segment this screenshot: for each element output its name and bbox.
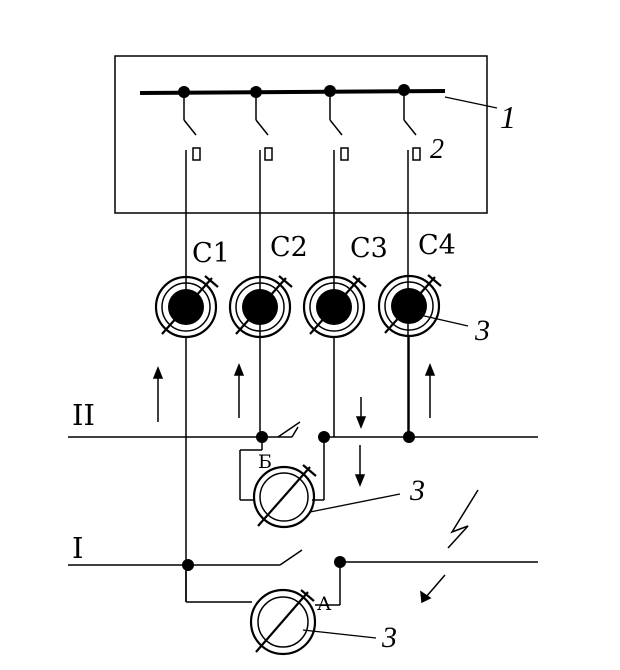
label-c2: C2	[270, 232, 308, 263]
label-c3: C3	[350, 233, 388, 264]
fault-arrow	[420, 574, 446, 604]
breaker-a	[249, 588, 317, 656]
arrow-up-left	[152, 365, 164, 422]
bus-i-section-switch	[185, 549, 341, 606]
fault-lightning-icon	[447, 489, 479, 549]
ref-3-b: 3	[409, 474, 425, 507]
arrow-up-c4	[424, 362, 436, 418]
breaker-c4	[377, 274, 442, 338]
label-bus-i: I	[72, 531, 83, 565]
breaker-c2	[228, 275, 293, 339]
breaker-b	[252, 464, 317, 529]
bus-ii-dots	[256, 431, 415, 443]
ref-2: 2	[430, 134, 444, 165]
arrow-down-c3	[355, 397, 367, 430]
ref-3-a: 3	[381, 621, 397, 654]
ref-1: 1	[500, 99, 516, 135]
ref-3-c4: 3	[474, 314, 490, 347]
breaker-c3	[302, 275, 367, 339]
switchgear-enclosure	[114, 55, 488, 214]
breaker-c1	[154, 275, 219, 339]
switch-c4	[403, 90, 421, 437]
arrow-down-bus-ii	[354, 445, 366, 488]
label-breaker-a: А	[317, 593, 332, 615]
feeder-lines	[185, 336, 410, 602]
current-arrows	[152, 362, 446, 604]
bus-ii-section-switch	[239, 421, 325, 501]
bus-i-dots	[182, 556, 346, 571]
main-busbar	[139, 89, 446, 95]
switch-c2	[255, 92, 273, 437]
label-c1: C1	[192, 238, 230, 269]
arrow-up-c2	[233, 362, 245, 418]
label-c4: C4	[418, 230, 456, 261]
feeder-breakers	[154, 274, 442, 339]
label-bus-ii: II	[72, 398, 95, 432]
label-breaker-b: Б	[258, 451, 272, 473]
leader-lines	[302, 96, 498, 639]
